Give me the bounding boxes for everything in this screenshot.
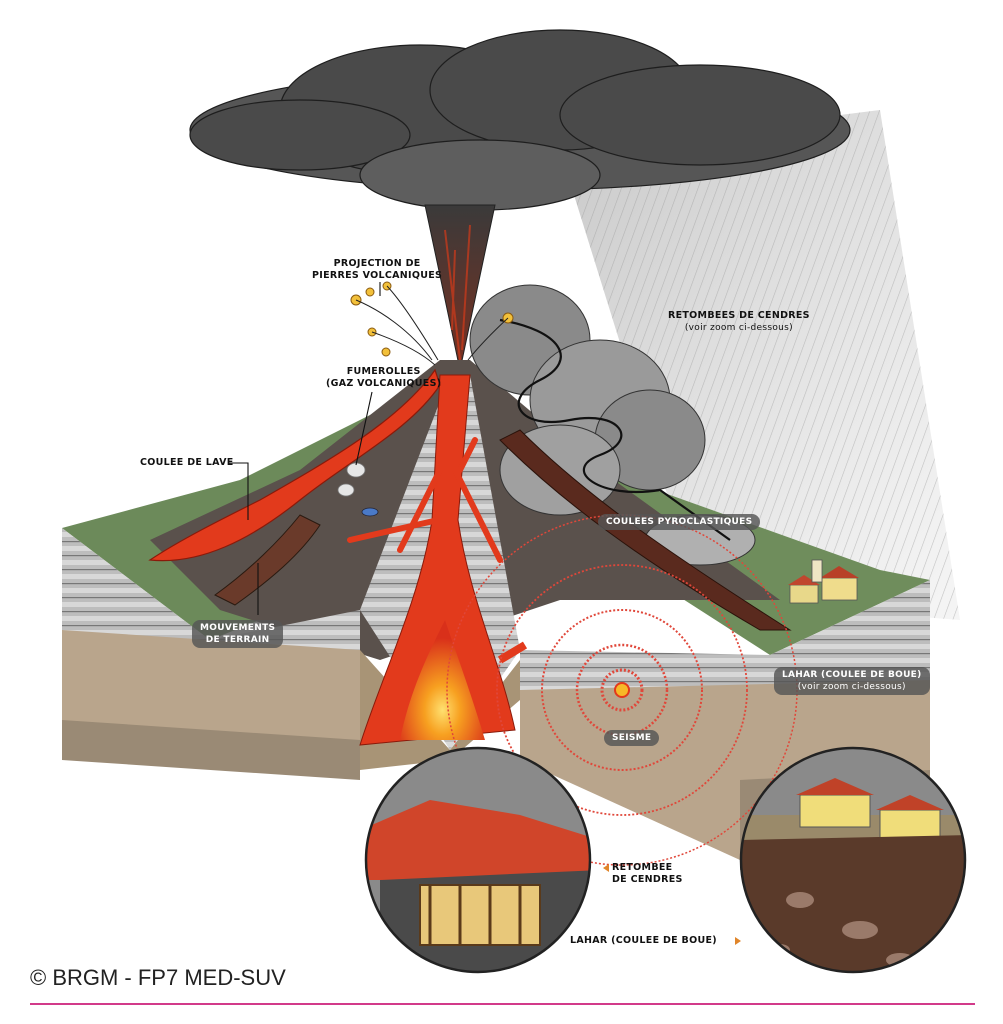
label-projection: PROJECTION DE PIERRES VOLCANIQUES — [312, 258, 442, 282]
label-seisme: SEISME — [604, 730, 659, 746]
label-zoom-retombee: RETOMBEE DE CENDRES — [612, 862, 683, 886]
label-zoom-lahar: LAHAR (COULEE DE BOUE) — [570, 935, 717, 947]
label-lahar: LAHAR (COULEE DE BOUE) (voir zoom ci-des… — [774, 667, 930, 695]
accent-rule — [30, 1003, 975, 1005]
label-retombees: RETOMBEES DE CENDRES (voir zoom ci-desso… — [668, 310, 810, 334]
label-coulee-de-lave: COULEE DE LAVE — [140, 457, 234, 469]
copyright-credit: © BRGM - FP7 MED-SUV — [30, 965, 286, 991]
label-mouvements-de-terrain: MOUVEMENTS DE TERRAIN — [192, 620, 283, 648]
label-coulees-pyroclastiques: COULEES PYROCLASTIQUES — [598, 514, 760, 530]
label-fumerolles: FUMEROLLES (GAZ VOLCANIQUES) — [326, 366, 441, 390]
earthquake-focus — [615, 683, 629, 697]
arrow-retombee — [603, 864, 609, 872]
arrow-lahar — [735, 937, 741, 945]
